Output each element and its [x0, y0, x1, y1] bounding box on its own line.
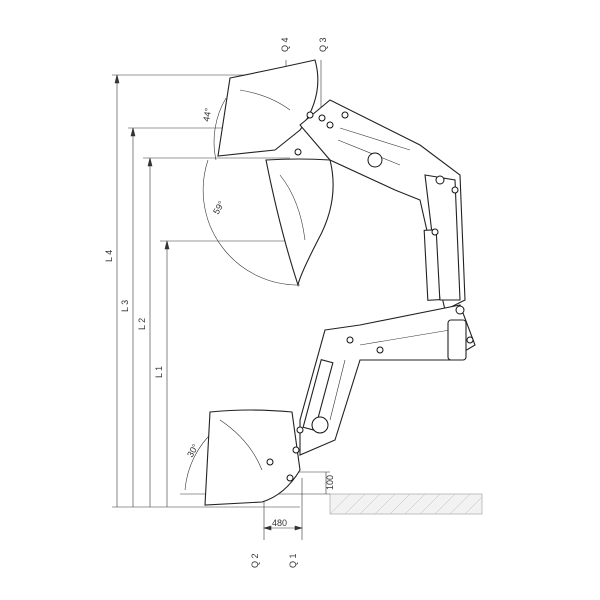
- bucket-ground: [204, 409, 301, 506]
- bucket-raised: [217, 59, 319, 157]
- label-q4: Q 4: [280, 37, 290, 52]
- label-angle-bottom: 30°: [185, 442, 201, 459]
- label-480: 480: [272, 518, 287, 528]
- label-l4: L 4: [104, 250, 114, 262]
- dimension-labels: Q 4 Q 3 Q 2 Q 1 L 4 L 3 L 2 L 1 44° 59° …: [104, 37, 335, 568]
- upper-boom: [299, 99, 466, 311]
- label-angle-mid: 59°: [211, 199, 227, 216]
- hinge-pins: [266, 111, 474, 482]
- label-q2: Q 2: [250, 553, 260, 568]
- height-dimension-lines: [114, 74, 170, 507]
- label-q1: Q 1: [288, 553, 298, 568]
- label-l2: L 2: [137, 318, 147, 330]
- label-q3: Q 3: [318, 37, 328, 52]
- label-angle-top: 44°: [201, 107, 213, 123]
- label-l1: L 1: [154, 366, 164, 378]
- label-l3: L 3: [120, 300, 130, 312]
- ground-hatch: [329, 493, 483, 515]
- label-100: 100: [325, 475, 335, 490]
- lower-boom: [299, 304, 476, 456]
- bucket-dumping: [265, 158, 334, 288]
